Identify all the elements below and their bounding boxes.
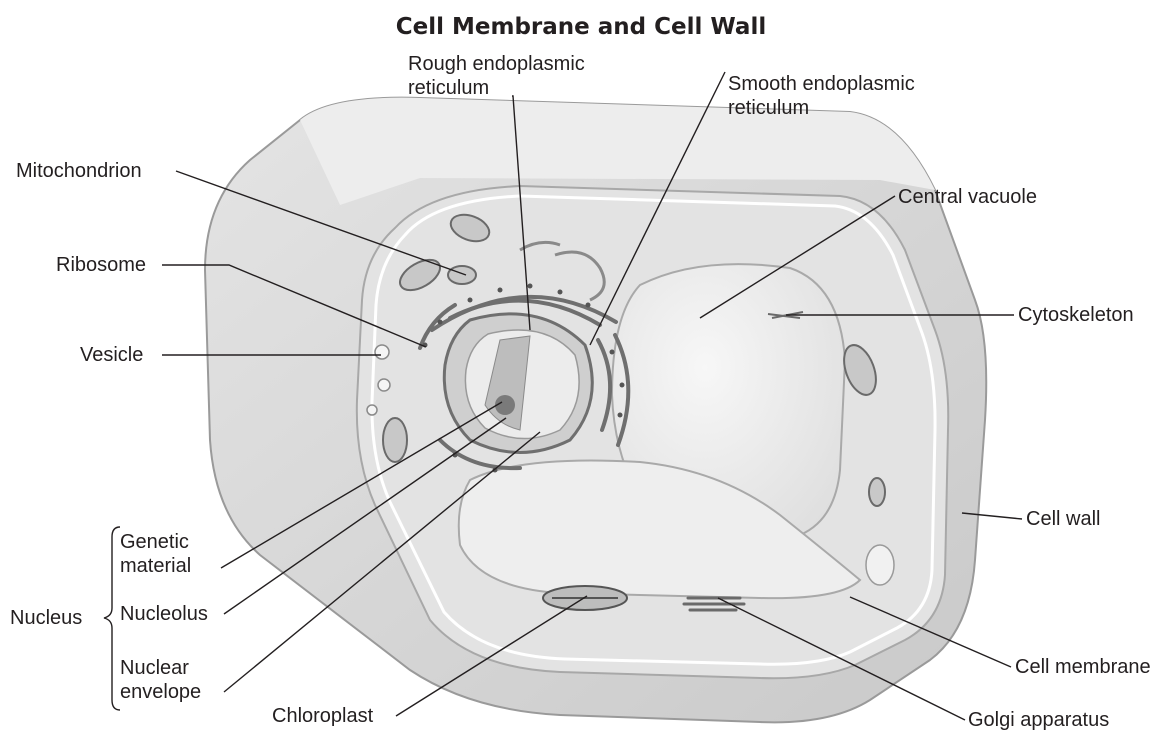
label-chloroplast: Chloroplast [272,704,373,728]
diagram-title: Cell Membrane and Cell Wall [0,14,1162,40]
nucleus-brace [104,527,120,710]
label-rough-er: Rough endoplasmic reticulum [408,52,585,100]
label-cytoskeleton: Cytoskeleton [1018,303,1134,327]
label-genetic-material-line2: material [120,554,191,578]
nucleus-shape [444,314,592,453]
label-smooth-er-line2: reticulum [728,96,915,120]
label-cell-wall: Cell wall [1026,507,1100,531]
label-nucleolus: Nucleolus [120,602,208,626]
label-cell-membrane: Cell membrane [1015,655,1151,679]
label-golgi-apparatus: Golgi apparatus [968,708,1109,732]
label-mitochondrion: Mitochondrion [16,159,142,183]
label-genetic-material-line1: Genetic [120,530,191,554]
label-vesicle: Vesicle [80,343,143,367]
label-nuclear-envelope-line2: envelope [120,680,201,704]
label-nuclear-envelope-line1: Nuclear [120,656,201,680]
label-ribosome: Ribosome [56,253,146,277]
label-nucleus: Nucleus [10,606,82,630]
label-smooth-er: Smooth endoplasmic reticulum [728,72,915,120]
side-vesicle [866,545,894,585]
label-rough-er-line1: Rough endoplasmic [408,52,585,76]
label-smooth-er-line1: Smooth endoplasmic [728,72,915,96]
label-nuclear-envelope: Nuclear envelope [120,656,201,704]
label-central-vacuole: Central vacuole [898,185,1037,209]
label-genetic-material: Genetic material [120,530,191,578]
label-rough-er-line2: reticulum [408,76,585,100]
